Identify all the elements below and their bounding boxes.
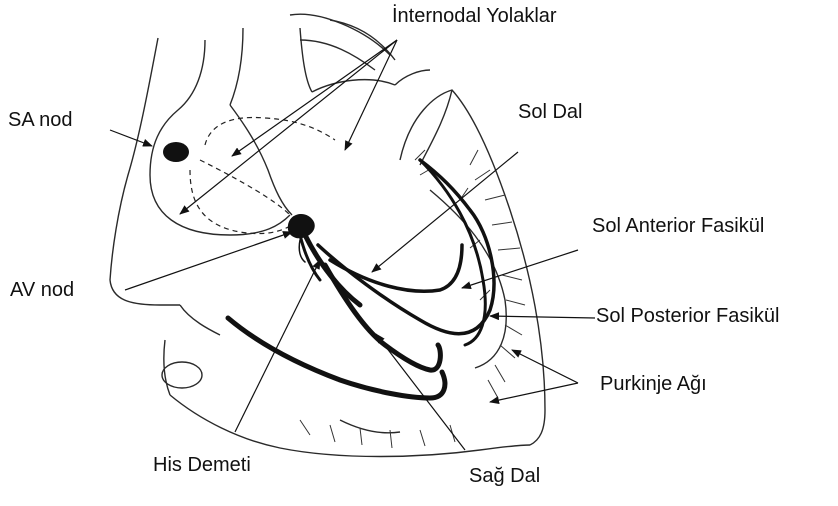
purkinje-arrow-1 xyxy=(512,350,578,383)
sa-node-label: SA nod xyxy=(8,110,73,130)
purkinje-label: Purkinje Ağı xyxy=(600,374,707,394)
internodal-label: İnternodal Yolaklar xyxy=(392,6,557,26)
sag-dal-label: Sağ Dal xyxy=(469,466,540,486)
sa-node-shape xyxy=(163,142,189,162)
sol-anterior-arrow xyxy=(462,250,578,288)
heart-outline xyxy=(110,14,545,456)
internodal-arrow-3 xyxy=(345,40,397,150)
purkinje-arrow-2 xyxy=(490,383,578,402)
av-node-arrow xyxy=(125,232,292,290)
internodal-arrow-2 xyxy=(180,40,397,214)
av-node-label: AV nod xyxy=(10,280,74,300)
sol-posterior-label: Sol Posterior Fasikül xyxy=(596,306,779,326)
his-arrow xyxy=(235,260,320,432)
sa-node-arrow xyxy=(110,130,152,146)
sol-anterior-label: Sol Anterior Fasikül xyxy=(592,216,764,236)
sol-dal-label: Sol Dal xyxy=(518,102,582,122)
internodal-arrow-1 xyxy=(232,40,397,156)
his-label: His Demeti xyxy=(153,455,251,475)
conduction-system xyxy=(228,160,494,398)
sol-dal-arrow xyxy=(372,152,518,272)
